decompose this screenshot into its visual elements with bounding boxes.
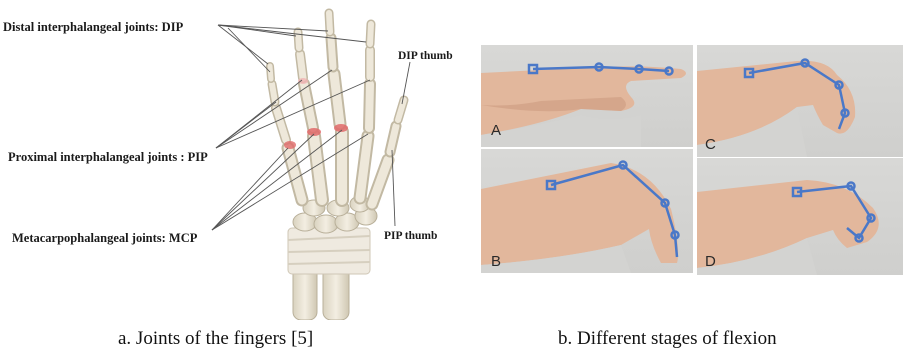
dip-thumb-label: DIP thumb: [398, 51, 453, 63]
panel-b-flexion-stages: A C: [481, 45, 903, 275]
index-finger-bones: [369, 24, 371, 128]
stage-c-photo: C: [697, 45, 903, 157]
metacarpal-bones: [288, 132, 388, 204]
panel-a-caption: a. Joints of the fingers [5]: [118, 329, 313, 348]
pip-thumb-label: PIP thumb: [384, 231, 437, 243]
stage-d-letter: D: [705, 254, 716, 269]
thumb-bones: [390, 100, 404, 152]
stage-a-photo: A: [481, 45, 693, 147]
middle-finger-bones: [329, 13, 340, 124]
panel-b-caption: b. Different stages of flexion: [558, 329, 777, 348]
stage-b-photo: B: [481, 149, 693, 273]
wrist-bandage: [288, 228, 370, 274]
stage-c-letter: C: [705, 137, 716, 152]
dip-joints-label: Distal interphalangeal joints: DIP: [3, 21, 183, 34]
stage-a-letter: A: [491, 123, 501, 138]
stage-b-letter: B: [491, 254, 501, 269]
panel-a-joints: Distal interphalangeal joints: DIP Proxi…: [0, 0, 470, 320]
mcp-joints-label: Metacarpophalangeal joints: MCP: [12, 232, 197, 245]
stage-d-photo: D: [697, 158, 903, 275]
pip-joints-label: Proximal interphalangeal joints : PIP: [8, 151, 208, 164]
